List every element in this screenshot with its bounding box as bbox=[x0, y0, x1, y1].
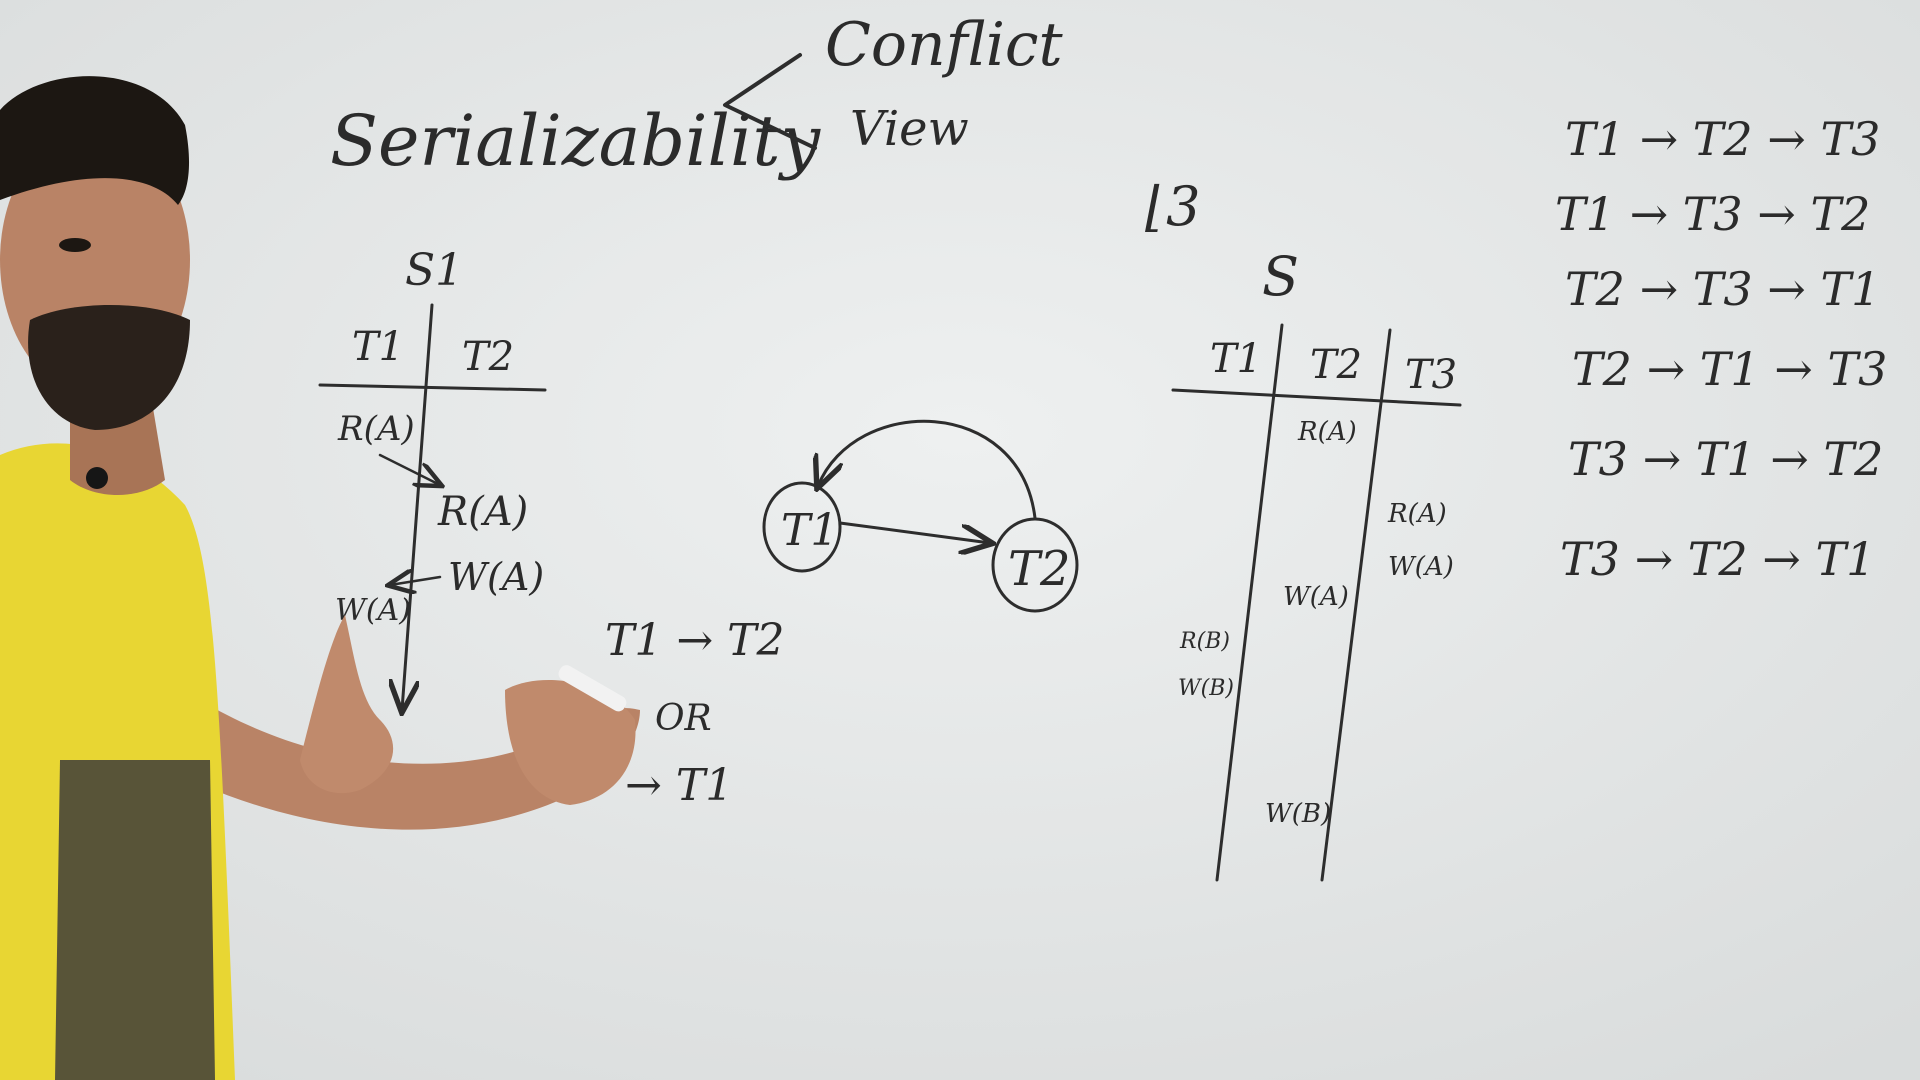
schedule-s-col-t3: T3 bbox=[1405, 352, 1457, 398]
s1-op-t2-write-a: W(A) bbox=[448, 555, 544, 599]
lapel-microphone bbox=[86, 467, 108, 489]
schedule-s1-divider bbox=[402, 303, 434, 710]
s-op-t2-write-b: W(B) bbox=[1265, 799, 1331, 829]
schedule-s-col-t2: T2 bbox=[1310, 342, 1362, 388]
marker-pen bbox=[558, 665, 627, 712]
schedule-s-divider-1 bbox=[1215, 323, 1284, 882]
serial-order-second: → T1 bbox=[625, 760, 733, 811]
s-op-t1-write-b: W(B) bbox=[1178, 676, 1234, 701]
presenter-hand bbox=[505, 680, 636, 805]
presenter-eye bbox=[59, 238, 91, 252]
serial-order-first: T1 → T2 bbox=[605, 615, 785, 666]
s1-op-t1-read-a: R(A) bbox=[337, 409, 415, 449]
s-op-t3-write-a: W(A) bbox=[1388, 552, 1454, 582]
permutation-item: T2 → T3 → T1 bbox=[1565, 262, 1880, 316]
title-conflict: Conflict bbox=[825, 10, 1063, 80]
permutation-item: T3 → T1 → T2 bbox=[1568, 432, 1883, 486]
presenter-hair bbox=[0, 76, 190, 205]
permutation-item: T1 → T3 → T2 bbox=[1555, 187, 1870, 241]
s1-op-t2-read-a: R(A) bbox=[437, 489, 528, 535]
schedule-s1-col-t2: T2 bbox=[462, 334, 514, 380]
schedule-s-divider-2 bbox=[1320, 328, 1392, 882]
presenter-back-hand bbox=[300, 615, 394, 794]
s-op-t2-write-a: W(A) bbox=[1283, 582, 1349, 612]
graph-node-t1-circle bbox=[762, 481, 842, 573]
serial-orders: T1 → T2 OR → T1 bbox=[605, 615, 785, 811]
presenter-arm bbox=[150, 700, 640, 830]
permutation-item: T3 → T2 → T1 bbox=[1560, 532, 1875, 586]
schedule-s-col-t1: T1 bbox=[1210, 336, 1262, 382]
graph-edge-t2-t1 bbox=[818, 419, 1037, 520]
schedule-s1-header-line bbox=[318, 383, 547, 392]
s1-op-t1-write-a: W(A) bbox=[335, 593, 411, 628]
schedule-s1: S1 T1 T2 R(A) R(A) W(A) W(A) bbox=[318, 245, 547, 710]
schedule-s1-name: S1 bbox=[405, 245, 463, 296]
permutation-item: T1 → T2 → T3 bbox=[1565, 112, 1880, 166]
permutation-list: T1 → T2 → T3 T1 → T3 → T2 T2 → T3 → T1 T… bbox=[1555, 112, 1887, 586]
s1-conflict-arrow-1 bbox=[378, 453, 440, 485]
s-op-t1-read-b: R(B) bbox=[1179, 629, 1230, 654]
presenter-shirt-print bbox=[55, 760, 215, 1080]
schedule-s1-col-t1: T1 bbox=[352, 324, 404, 370]
precedence-graph: T1 T2 bbox=[762, 419, 1079, 613]
s-op-t2-read-a: R(A) bbox=[1297, 417, 1357, 447]
graph-edge-t1-t2 bbox=[838, 521, 990, 543]
serial-order-or: OR bbox=[655, 698, 712, 739]
graph-node-t1: T1 bbox=[781, 505, 838, 556]
s1-conflict-arrow-2 bbox=[390, 577, 442, 585]
schedule-s: S T1 T2 T3 R(A) R(A) W(A) W(A) R(B) W(B)… bbox=[1171, 245, 1462, 882]
permutation-item: T2 → T1 → T3 bbox=[1572, 342, 1887, 396]
presenter bbox=[0, 76, 640, 1080]
presenter-beard bbox=[28, 305, 191, 430]
s-op-t3-read-a: R(A) bbox=[1387, 499, 1447, 529]
graph-node-t2: T2 bbox=[1008, 541, 1071, 597]
factorial-note: ⌊3 bbox=[1145, 175, 1200, 238]
title-view: View bbox=[850, 101, 969, 157]
schedule-s-name: S bbox=[1262, 245, 1299, 308]
title-branch-bracket bbox=[723, 53, 817, 150]
schedule-s-header-line bbox=[1171, 388, 1462, 407]
title-serializability: Serializability bbox=[330, 100, 821, 182]
